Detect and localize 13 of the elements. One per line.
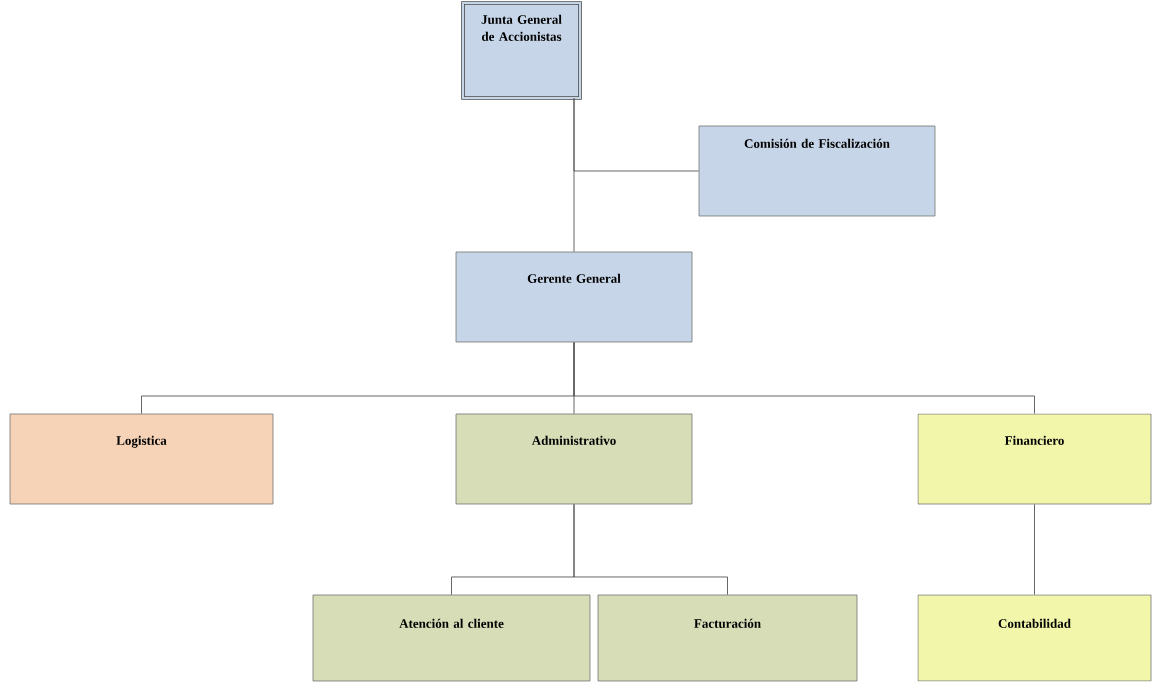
connector-line [573, 98, 699, 172]
org-box: Gerente General [455, 251, 693, 343]
org-box: Logistica [9, 413, 274, 505]
org-box: Facturación [597, 594, 858, 682]
org-box: Contabilidad [917, 594, 1152, 682]
connector-line [573, 342, 1035, 414]
org-box: Comisión de Fiscalización [698, 125, 936, 217]
connector-line [573, 504, 728, 595]
org-box: Junta General de Accionistas [461, 1, 582, 100]
connector-line [1034, 504, 1035, 595]
org-box: Financiero [917, 413, 1152, 505]
org-box: Atención al cliente [312, 594, 591, 682]
org-box: Administrativo [455, 413, 693, 505]
